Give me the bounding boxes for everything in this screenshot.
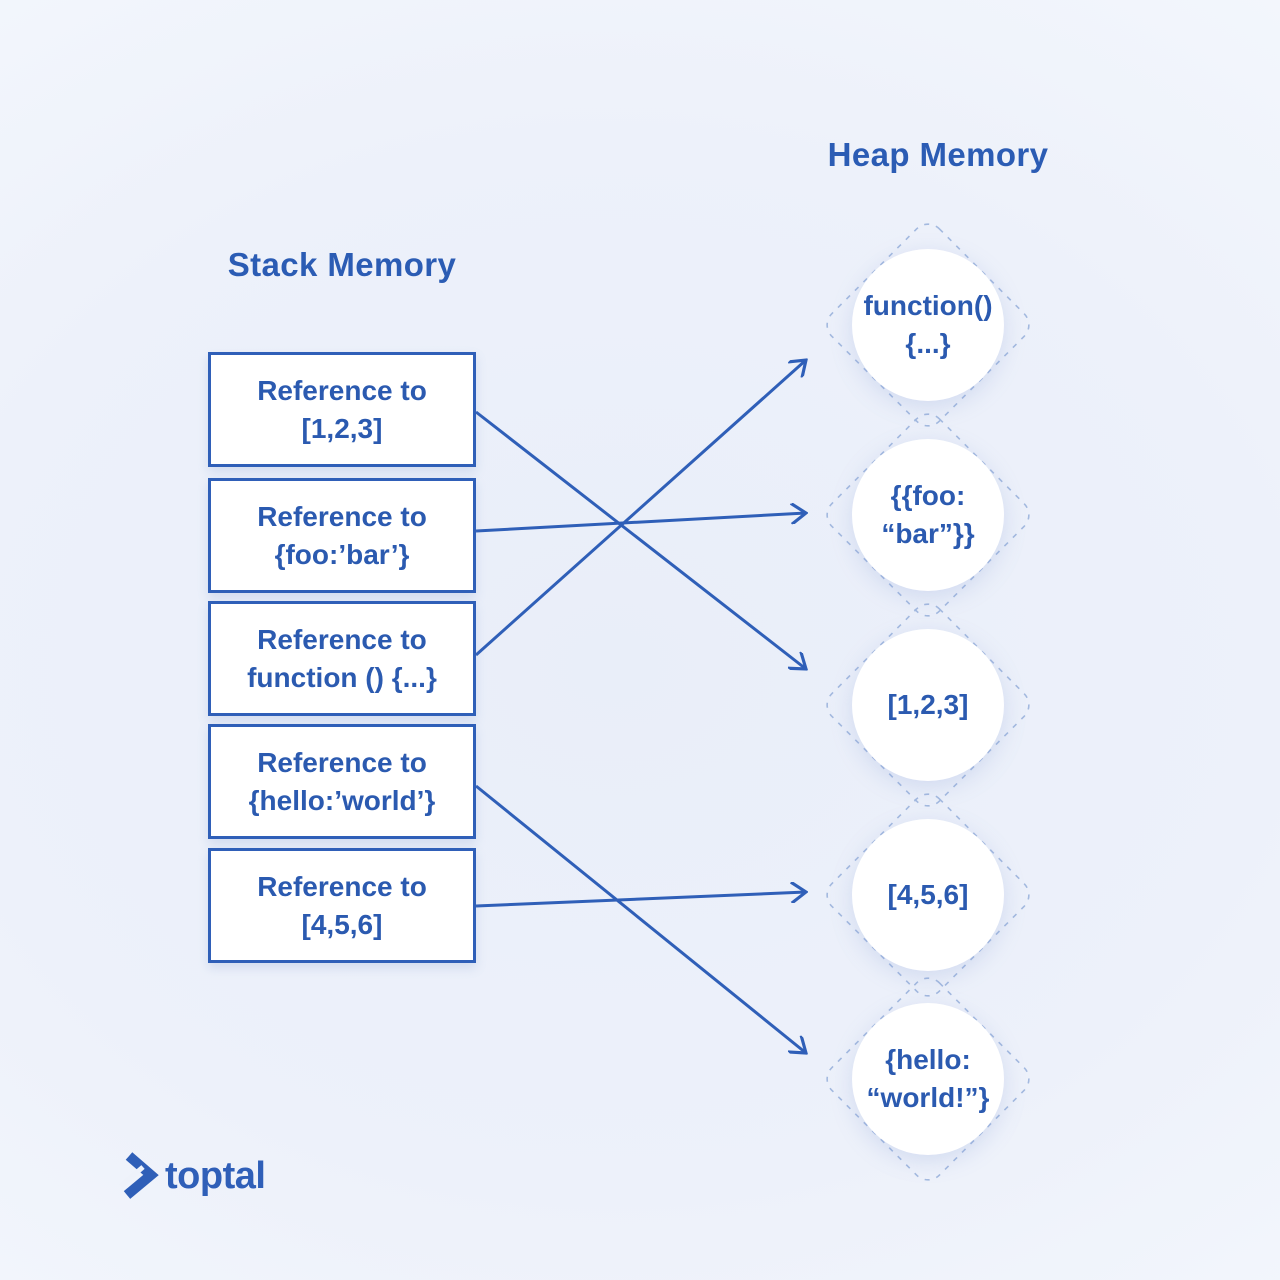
heap-memory-title: Heap Memory [827,136,1049,173]
stack-box-label: Reference to function () {...} [247,623,437,693]
stack-box-label: Reference to [4,5,6] [257,870,427,940]
toptal-logo-text: toptal [165,1155,266,1197]
heap-node-label: function() {...} [863,290,993,359]
heap-node-label: [4,5,6] [887,879,969,910]
stack-box-ref-helloworld: Reference to {hello:’world’} [208,724,476,839]
stack-box-ref-foobar: Reference to {foo:’bar’} [208,478,476,593]
toptal-logo-icon [119,1152,159,1199]
arrow-ref2-to-foobar [475,513,806,533]
heap-node-foobar: {{foo: “bar”}} [852,439,1004,591]
heap-node-helloworld: {hello: “world!”} [852,1003,1004,1155]
stack-box-label: Reference to {hello:’world’} [248,746,436,816]
heap-node-array456: [4,5,6] [852,819,1004,971]
stack-box-ref-function: Reference to function () {...} [208,601,476,716]
arrow-ref4-to-helloworld [475,784,806,1053]
stack-box-label: Reference to {foo:’bar’} [257,500,427,570]
stack-box-ref-array123: Reference to [1,2,3] [208,352,476,467]
arrow-ref5-to-array456 [475,892,806,908]
stack-box-ref-array456: Reference to [4,5,6] [208,848,476,963]
stack-box-label: Reference to [1,2,3] [257,374,427,444]
arrow-ref3-to-function [475,360,806,657]
toptal-logo: toptal [114,1150,266,1202]
stack-memory-title: Stack Memory [227,246,457,283]
heap-node-function: function() {...} [852,249,1004,401]
heap-node-label: {hello: “world!”} [866,1044,990,1113]
heap-node-label: [1,2,3] [887,689,969,720]
heap-node-label: {{foo: “bar”}} [881,480,975,549]
arrow-ref1-to-array123 [475,410,806,669]
heap-node-array123: [1,2,3] [852,629,1004,781]
